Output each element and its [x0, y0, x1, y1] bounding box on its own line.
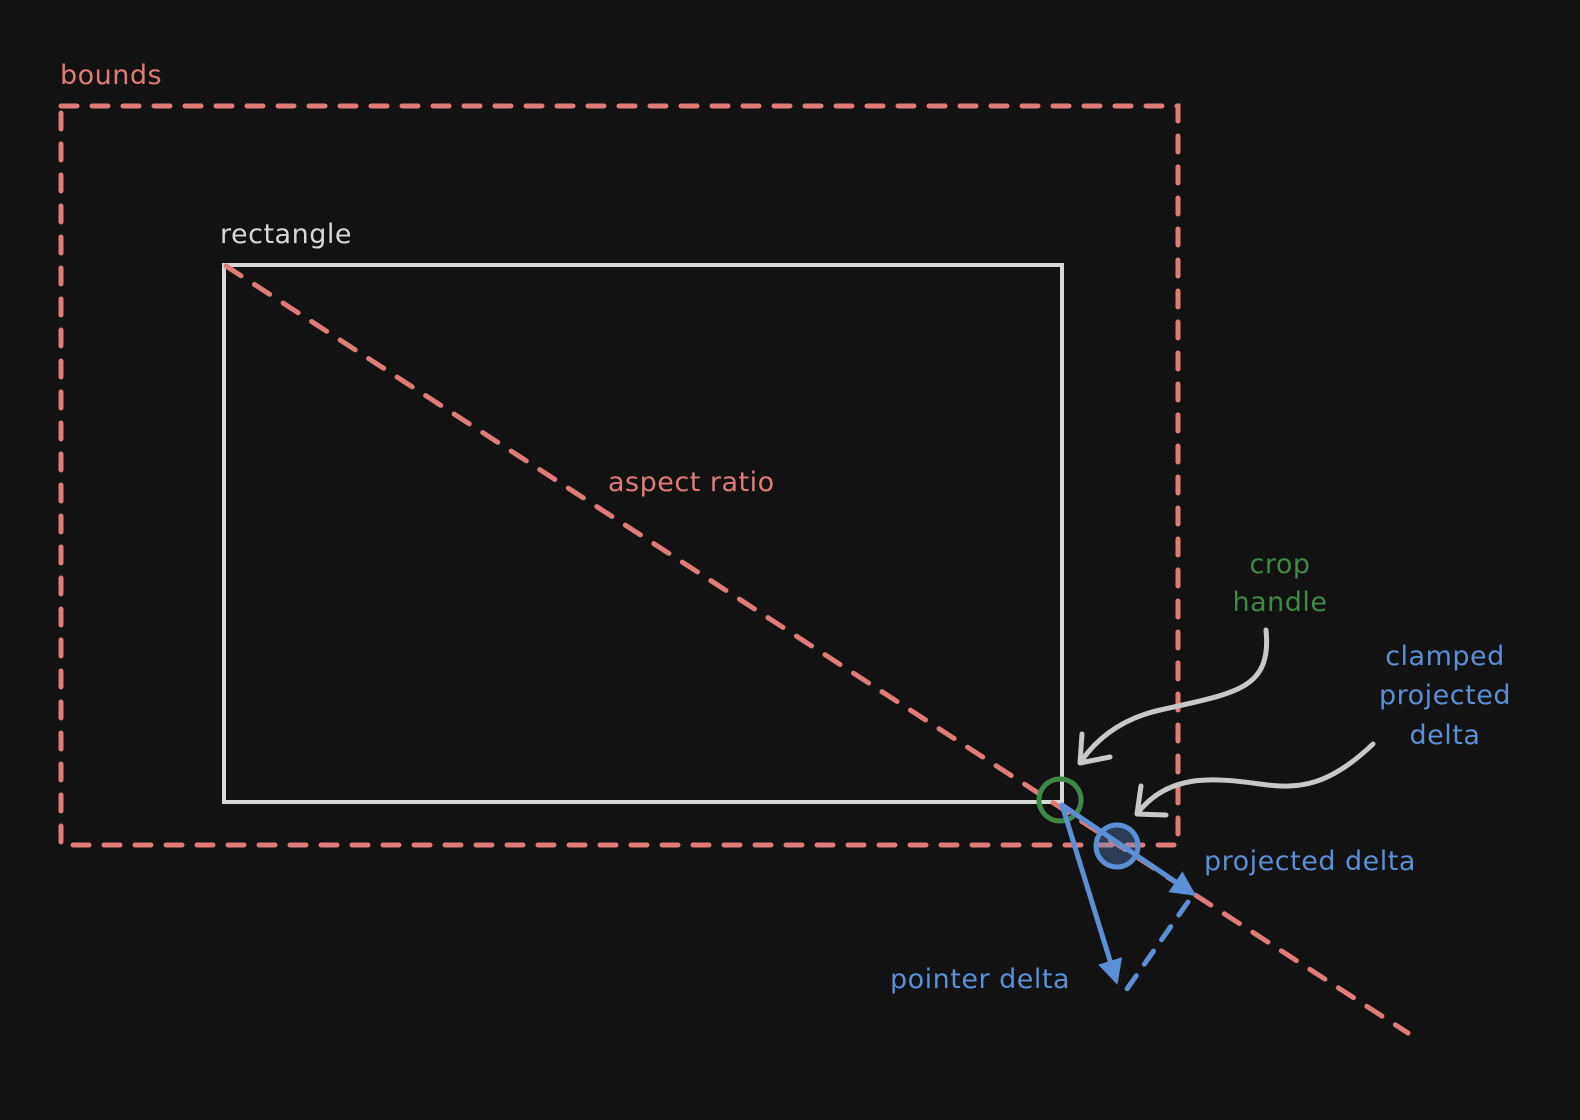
pointer-delta-label: pointer delta [890, 964, 1070, 995]
crop-handle-arrow [1079, 627, 1270, 763]
clamped-arrow-head [1134, 783, 1169, 818]
rectangle-shape [222, 263, 1064, 804]
projection-connector [1119, 899, 1191, 999]
crop-handle-label-line2: handle [1232, 587, 1327, 618]
crop-handle-arrow-head [1077, 731, 1113, 766]
crop-handle-circle [1036, 776, 1084, 824]
clamped-label-line2: projected [1379, 680, 1511, 711]
clamped-arrow [1137, 741, 1376, 813]
clamped-label-line3: delta [1410, 720, 1481, 751]
clamped-label-line1: clamped [1385, 641, 1505, 672]
pointer-delta-arrow [1059, 802, 1123, 985]
bounds-label: bounds [60, 60, 162, 91]
projected-delta-arrow [1059, 802, 1197, 896]
projected-delta-label: projected delta [1204, 846, 1416, 877]
crop-handle-label-line1: crop [1249, 549, 1310, 580]
rectangle-label: rectangle [220, 219, 352, 250]
aspect-ratio-label: aspect ratio [608, 467, 775, 498]
bounds-rect [58, 103, 1181, 848]
aspect-ratio-line [223, 263, 1411, 1036]
